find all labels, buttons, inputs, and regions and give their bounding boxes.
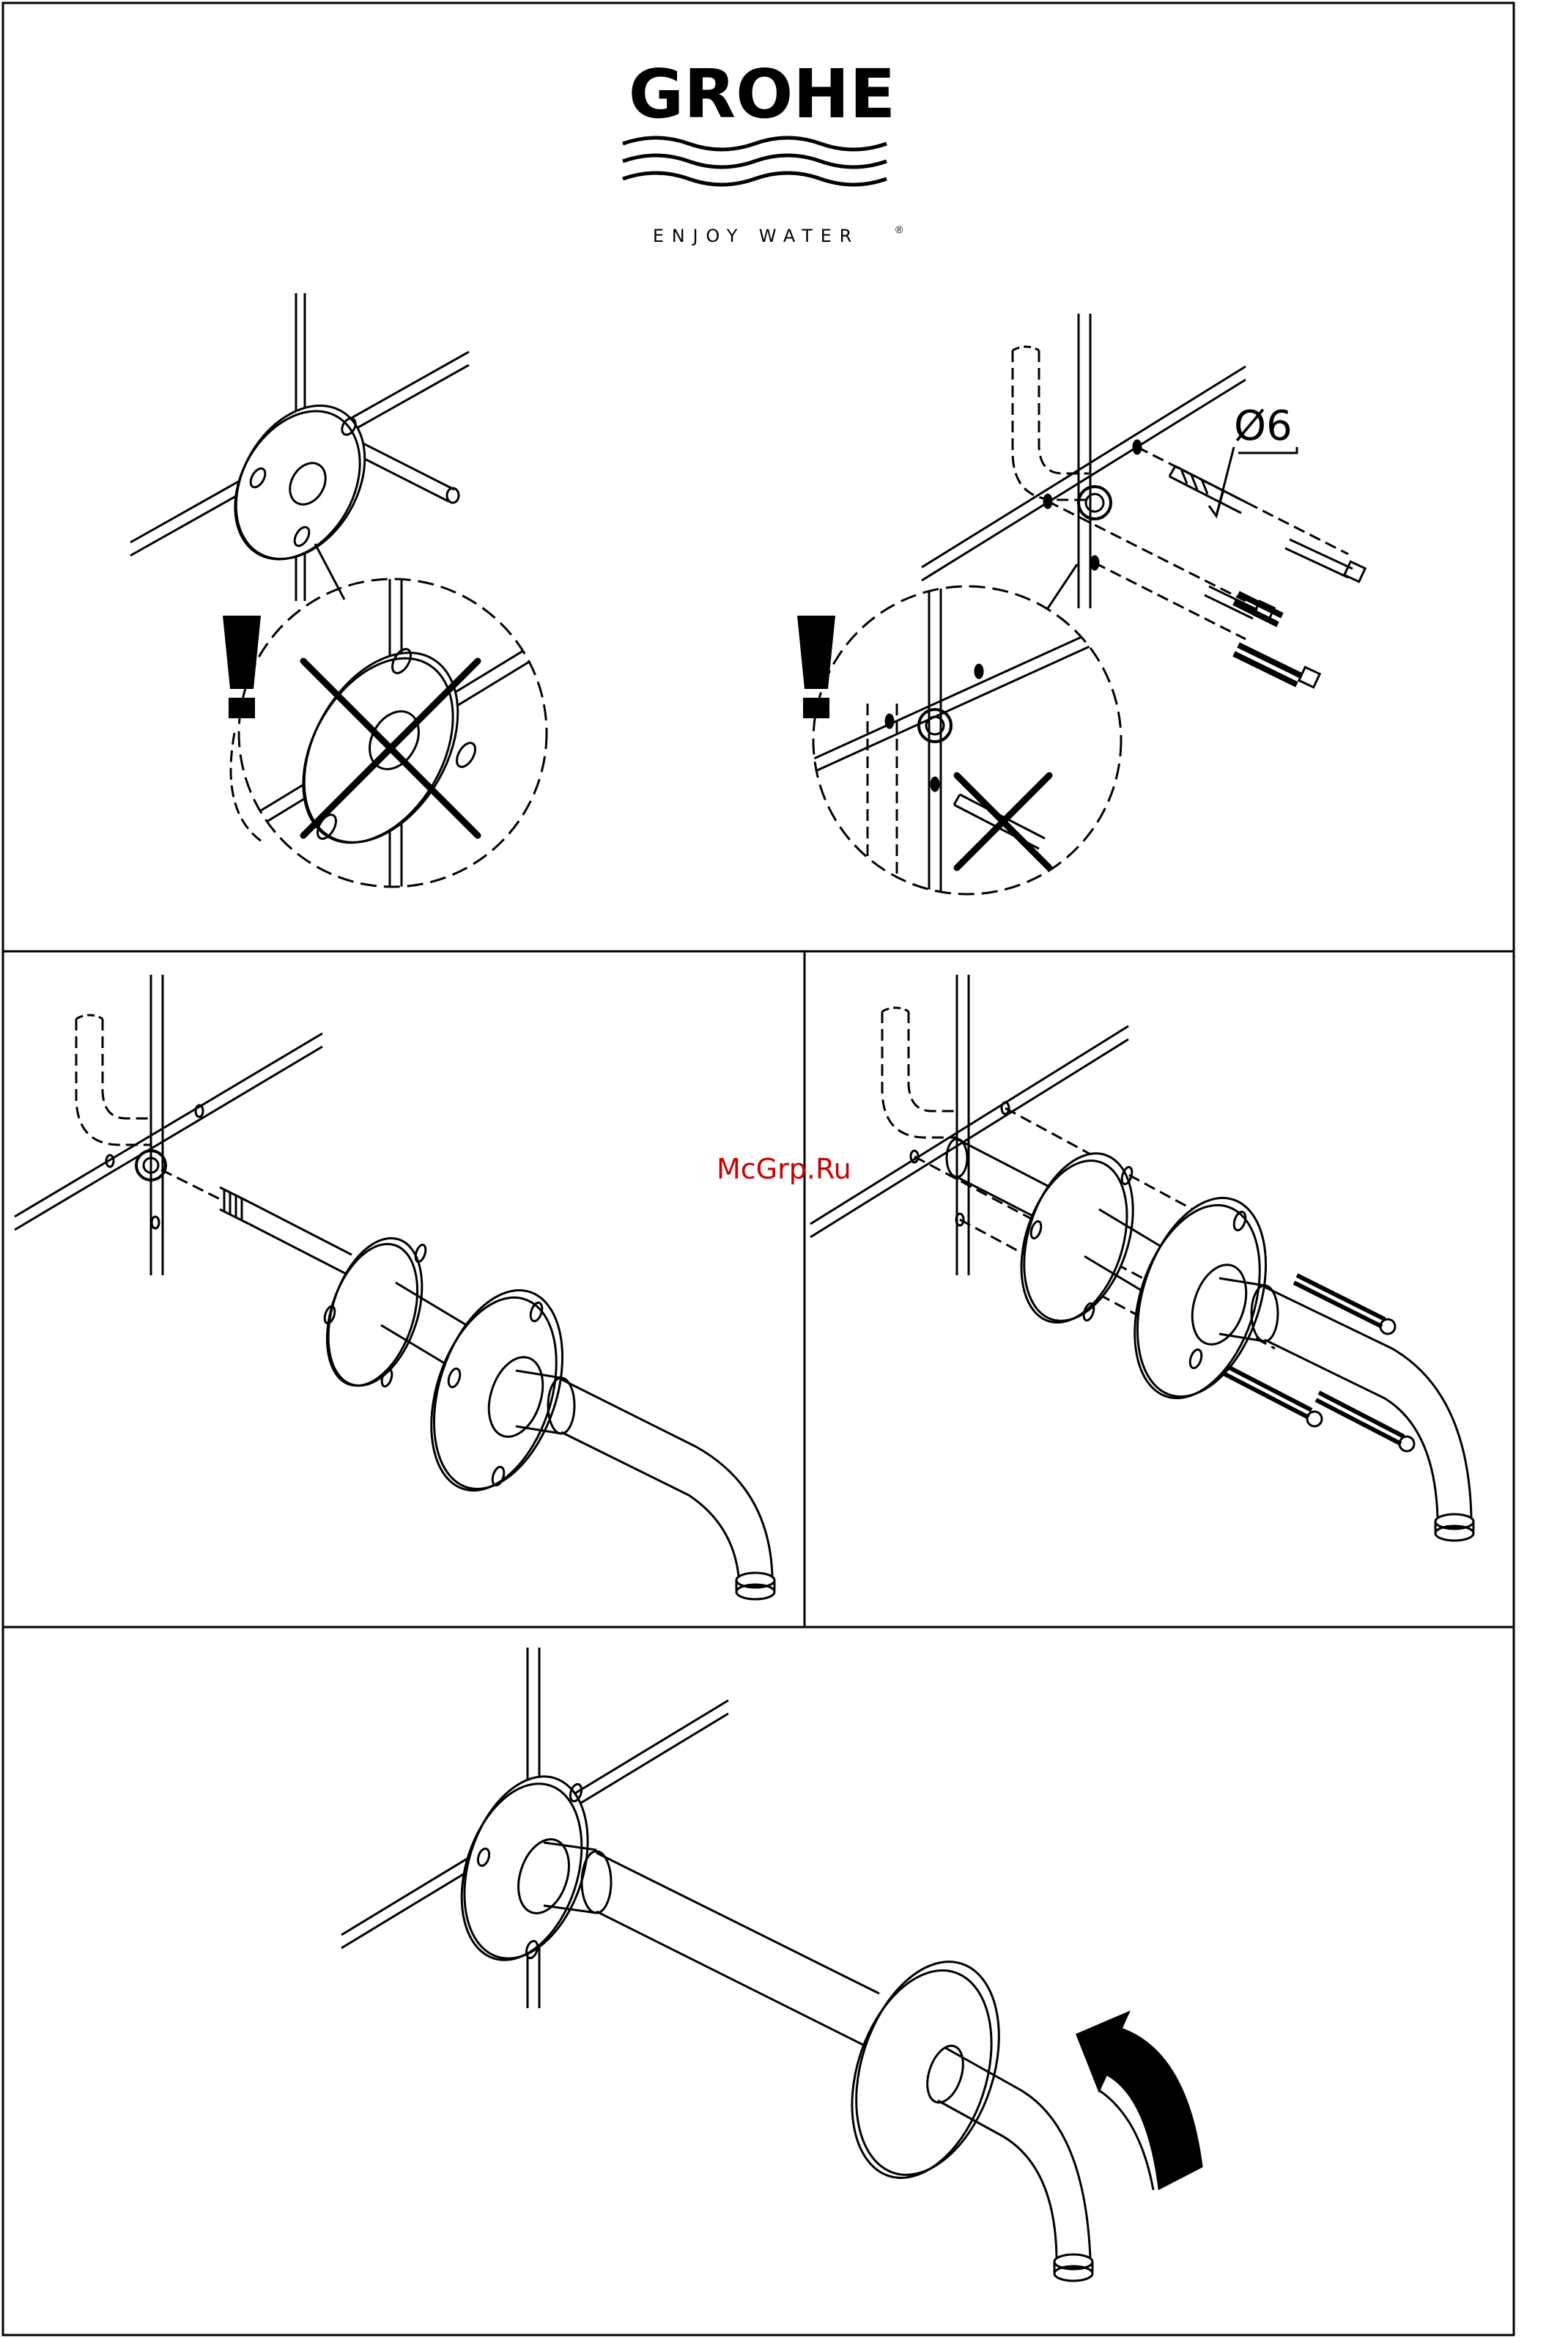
step-2-warning-detail [797, 572, 1128, 909]
watermark: McGrp.Ru [717, 1153, 851, 1185]
warning-icon [223, 616, 261, 718]
grohe-logo: GROHE ENJOY WATER ® [623, 55, 903, 246]
step-1-illustration [130, 293, 469, 601]
registered-mark: ® [895, 224, 903, 235]
step-2-illustration [922, 314, 1365, 687]
step-4-illustration [810, 975, 1473, 1541]
wave-icon [623, 138, 887, 185]
brand-tagline: ENJOY WATER [653, 226, 859, 246]
step-5-illustration [341, 1648, 1092, 2281]
warning-icon [797, 616, 835, 718]
step-1-warning-detail [220, 572, 557, 894]
step-3-illustration [15, 975, 774, 1599]
x-mark-icon [957, 775, 1049, 868]
drill-diameter-label: Ø6 [1234, 402, 1293, 450]
brand-name: GROHE [629, 55, 895, 133]
rotate-arrow-icon [1077, 2013, 1202, 2190]
